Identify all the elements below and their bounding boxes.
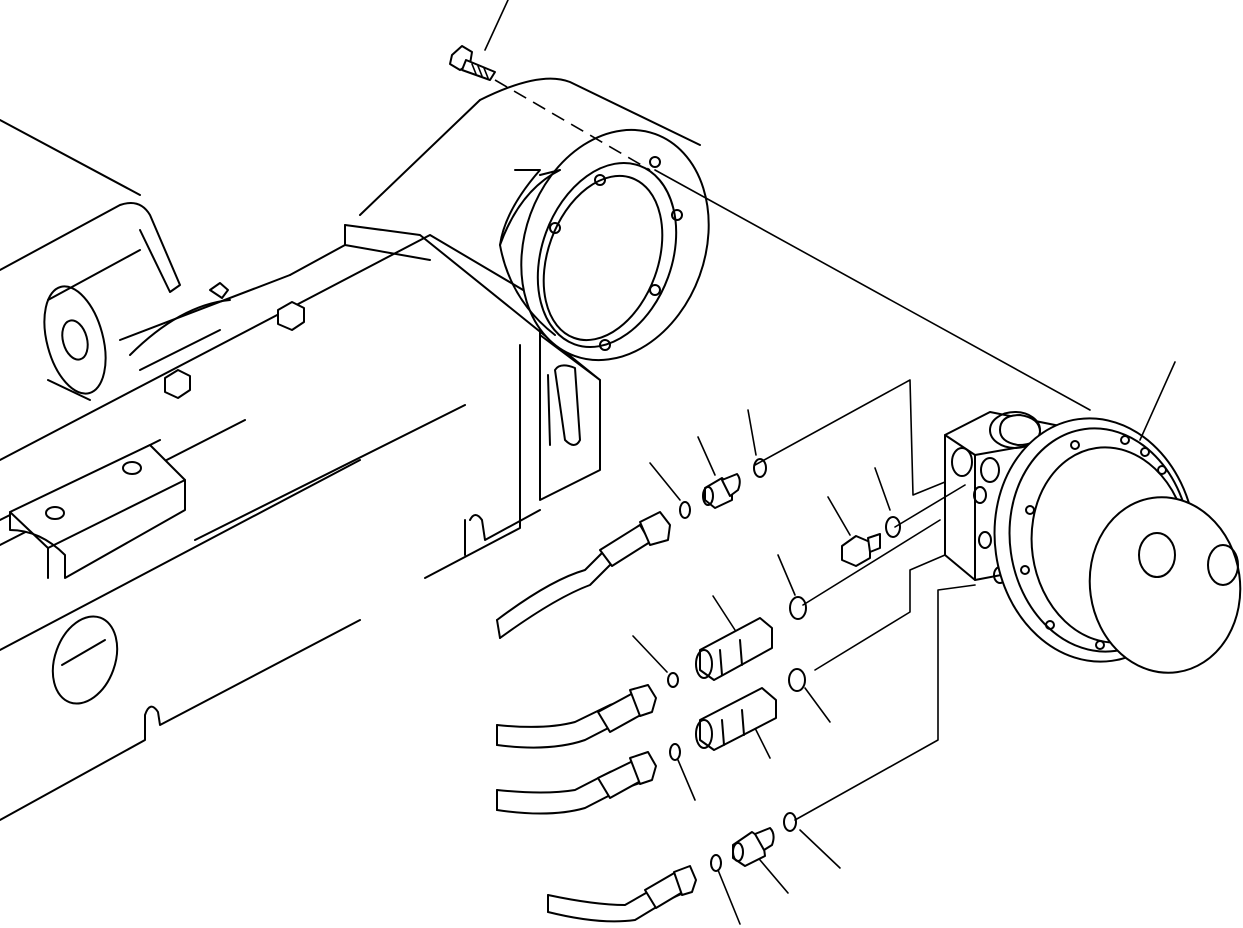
o-ring-4	[789, 596, 807, 620]
nut-2	[277, 301, 305, 331]
assembly-lines	[359, 77, 1091, 411]
o-ring-9	[710, 854, 722, 872]
travel-motor	[944, 361, 1242, 674]
hose-3	[496, 751, 657, 815]
o-ring-5	[667, 672, 679, 688]
fitting-elbow-1	[702, 473, 741, 509]
o-ring-1	[753, 458, 767, 478]
ring-bolt-holes	[549, 156, 683, 351]
fitting-elbow-2	[732, 827, 775, 867]
hose-4	[547, 865, 697, 923]
adapter-long-2	[695, 687, 777, 751]
plug-fitting	[841, 533, 881, 567]
nut-1	[164, 369, 191, 399]
mounting-bolt-icon	[449, 0, 509, 81]
adapter-long-1	[695, 617, 773, 681]
o-ring-8	[783, 812, 797, 832]
housing-bolt-holes	[1020, 435, 1167, 650]
o-ring-7	[669, 743, 681, 761]
motor-mount-ring	[499, 128, 710, 362]
o-ring-3	[885, 516, 901, 538]
frame-left-end	[43, 249, 305, 705]
hose-1	[496, 511, 671, 639]
o-ring-2	[679, 501, 691, 519]
guard-plate	[9, 444, 186, 579]
o-ring-6	[788, 668, 806, 692]
leader-lines	[632, 379, 976, 925]
hose-2	[496, 684, 657, 749]
track-frame	[0, 119, 601, 821]
o-rings	[667, 458, 901, 872]
